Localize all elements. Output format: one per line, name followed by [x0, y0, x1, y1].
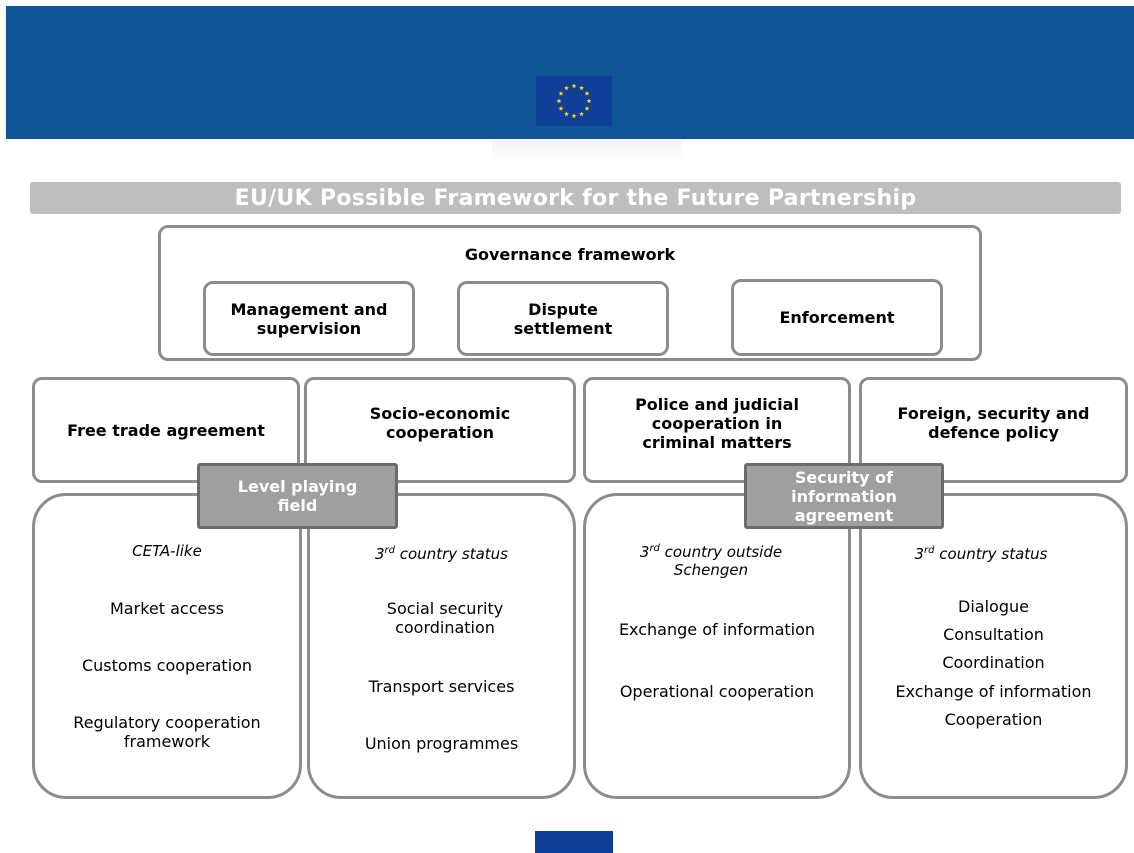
dispute-settlement-label: Dispute settlement	[513, 299, 613, 338]
management-supervision-box: Management and supervision	[203, 281, 415, 356]
pillar-police-judicial: Police and judicial cooperation in crimi…	[583, 377, 851, 483]
socio-item: Transport services	[368, 677, 515, 696]
police-item: Operational cooperation	[619, 682, 815, 701]
trade-item: Market access	[110, 599, 224, 618]
socio-item: Union programmes	[364, 734, 519, 753]
level-playing-field-box: Level playing field	[197, 463, 398, 529]
foreign-item: Consultation	[943, 625, 1044, 644]
column-foreign: 3rd country status Dialogue Consultation…	[859, 493, 1128, 799]
eu-star	[564, 85, 569, 91]
footer-block	[535, 831, 613, 853]
column-police: 3rd country outside Schengen Exchange of…	[583, 493, 851, 799]
management-supervision-label: Management and supervision	[230, 299, 388, 338]
pillar-free-trade-label: Free trade agreement	[67, 420, 265, 440]
eu-star	[556, 98, 562, 104]
eu-star	[586, 98, 592, 104]
eu-star	[564, 111, 569, 117]
eu-star	[558, 90, 564, 96]
foreign-item: Exchange of information	[895, 682, 1092, 701]
pillar-socio-economic: Socio-economic cooperation	[304, 377, 576, 483]
trade-item: Customs cooperation	[81, 656, 253, 675]
eu-star	[558, 105, 564, 111]
foreign-item: Cooperation	[944, 710, 1043, 729]
pillar-police-judicial-label: Police and judicial cooperation in crimi…	[635, 394, 799, 452]
foreign-status: 3rd country status	[914, 545, 1048, 563]
pillar-foreign-security-label: Foreign, security and defence policy	[897, 404, 1090, 442]
banner-shadow	[492, 140, 682, 162]
governance-title: Governance framework	[464, 244, 676, 264]
page-title: EU/UK Possible Framework for the Future …	[30, 182, 1121, 214]
pillar-socio-economic-label: Socio-economic cooperation	[369, 404, 511, 442]
police-status: 3rd country outside Schengen	[639, 543, 783, 579]
eu-star	[579, 85, 584, 91]
socio-item: Social security coordination	[386, 599, 504, 637]
enforcement-box: Enforcement	[731, 279, 943, 356]
level-playing-field-label: Level playing field	[237, 477, 358, 515]
police-item: Exchange of information	[618, 620, 816, 639]
column-socio: 3rd country status Social security coord…	[307, 493, 576, 799]
eu-flag-icon	[536, 76, 612, 126]
column-trade: CETA-like Market access Customs cooperat…	[32, 493, 302, 799]
dispute-settlement-box: Dispute settlement	[457, 281, 669, 356]
socio-status: 3rd country status	[374, 545, 508, 563]
security-of-information-label: Security of information agreement	[791, 467, 897, 525]
eu-star	[571, 113, 577, 119]
eu-star	[571, 83, 577, 89]
foreign-item: Coordination	[942, 653, 1045, 672]
eu-star	[584, 90, 590, 96]
enforcement-label: Enforcement	[779, 308, 895, 327]
eu-star	[579, 111, 584, 117]
eu-flag-stars	[556, 83, 592, 119]
eu-star	[584, 105, 590, 111]
trade-item: Regulatory cooperation framework	[73, 713, 261, 751]
foreign-item: Dialogue	[958, 597, 1029, 616]
trade-status: CETA-like	[132, 542, 202, 560]
security-of-information-box: Security of information agreement	[744, 463, 944, 529]
